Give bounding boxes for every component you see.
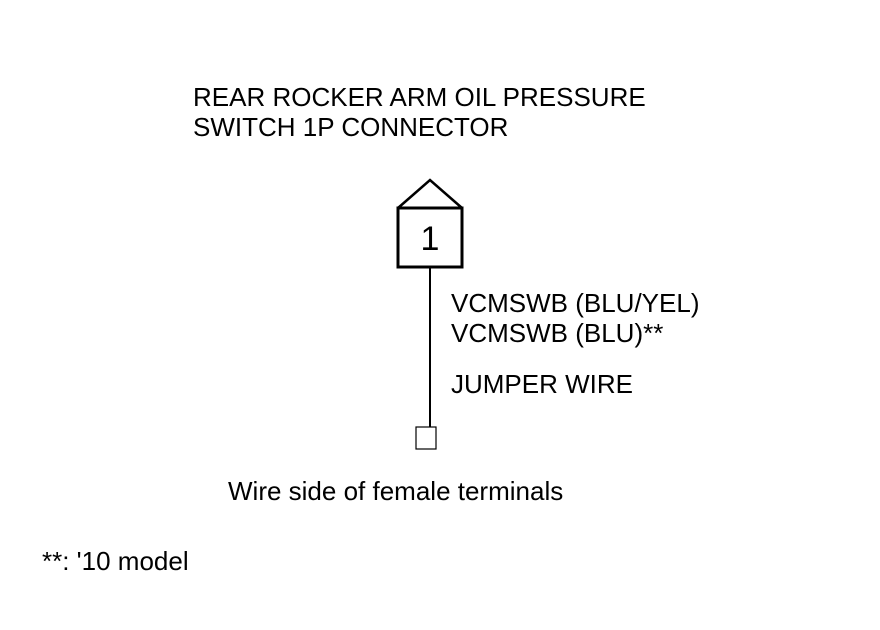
jumper-terminal [415, 426, 437, 450]
connector-title-line-1: REAR ROCKER ARM OIL PRESSURE [193, 82, 646, 112]
wire-label-line-2: VCMSWB (BLU)** [451, 318, 664, 348]
connector-lock-tab [397, 178, 463, 209]
footnote: **: '10 model [42, 546, 189, 576]
wire-label-line-1: VCMSWB (BLU/YEL) [451, 288, 700, 318]
jumper-wire-label: JUMPER WIRE [451, 369, 633, 399]
terminal-view-caption: Wire side of female terminals [228, 476, 564, 506]
connector-title-line-2: SWITCH 1P CONNECTOR [193, 112, 509, 142]
pin-number: 1 [421, 220, 440, 258]
